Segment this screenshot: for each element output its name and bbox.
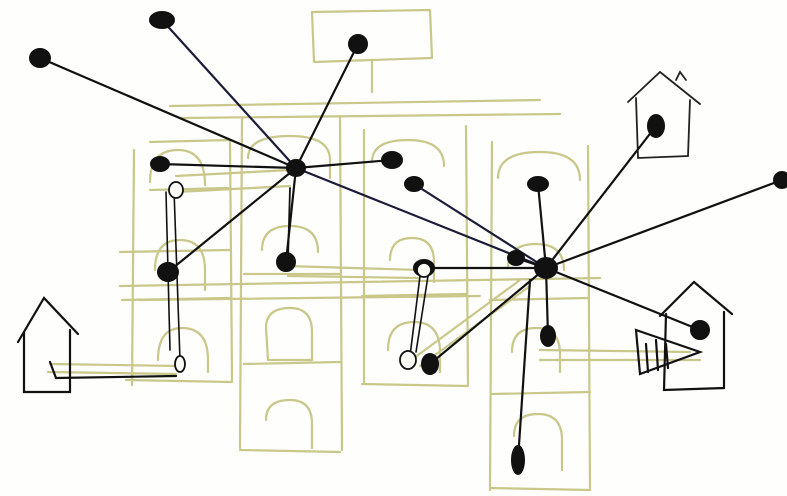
- node-left-upper: [150, 156, 170, 172]
- node-center-upper: [381, 151, 403, 169]
- node-near-hub: [507, 250, 525, 266]
- hub-upper-node: [286, 159, 306, 177]
- node-far-right-upper: [647, 114, 665, 138]
- network-nodes: [29, 11, 787, 475]
- node-right-upper: [527, 176, 549, 192]
- node-bottom-right: [690, 320, 710, 340]
- house-top-right: [627, 70, 701, 159]
- node-center-right: [404, 176, 424, 192]
- right-tower: [488, 140, 592, 492]
- top-building: [310, 8, 434, 64]
- frame-top: [168, 98, 562, 120]
- node-far-right: [773, 171, 787, 189]
- node-left-middle: [157, 262, 179, 282]
- house-bottom-right: [634, 280, 734, 392]
- node-bottom: [511, 445, 525, 475]
- building-outlines: [46, 8, 702, 492]
- house-left: [16, 296, 178, 394]
- node-top-left: [29, 48, 51, 68]
- node-below-hub: [540, 325, 556, 347]
- node-top-center: [348, 34, 368, 54]
- node-top: [149, 11, 175, 29]
- right-middle-tower: [360, 124, 470, 388]
- hub-right-node: [534, 257, 558, 279]
- network-links: [38, 18, 784, 462]
- open-node-left-upper: [168, 181, 184, 199]
- open-node-center: [416, 262, 432, 278]
- open-node-left-lower: [174, 355, 186, 373]
- node-center-lower: [421, 353, 439, 375]
- node-middle: [276, 252, 296, 272]
- open-node-center-lower: [399, 350, 417, 370]
